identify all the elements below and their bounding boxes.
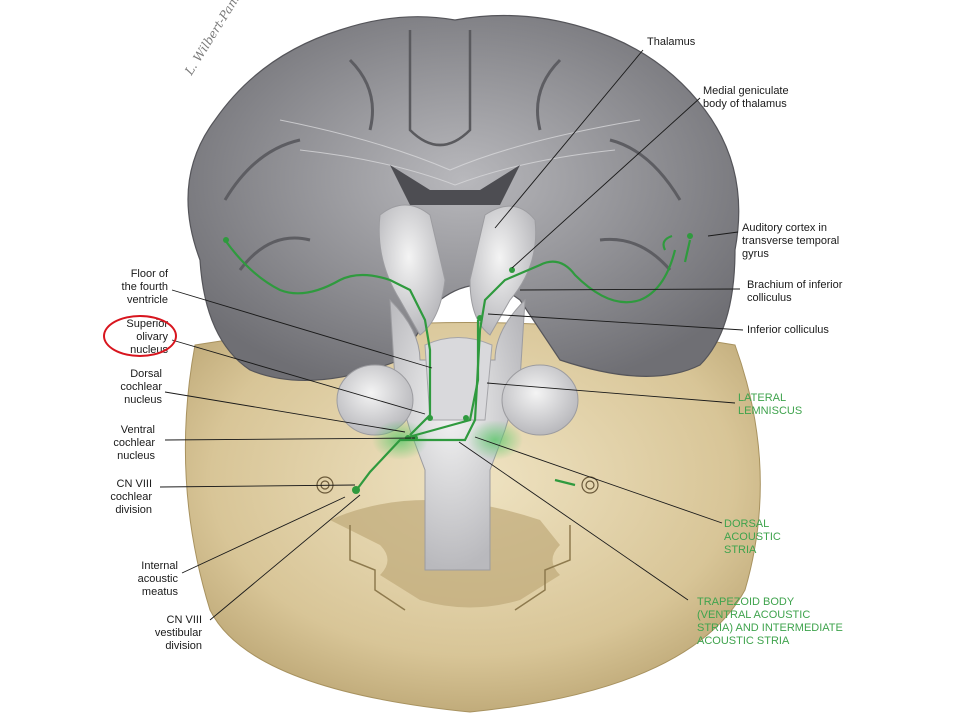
leader-lines (159, 49, 744, 621)
label-inferior-colliculus: Inferior colliculus (747, 324, 829, 336)
pathway-nuclei (223, 233, 693, 494)
label-cn-viii-vestibular: CN VIII vestibular division (154, 614, 202, 652)
label-lateral-lemniscus: LATERAL LEMNISCUS (738, 392, 803, 417)
label-internal-acoustic-meatus: Internal acoustic meatus (137, 560, 178, 598)
superior-olivary-highlight-circle (103, 315, 177, 357)
label-thalamus: Thalamus (647, 36, 696, 48)
label-ventral-cochlear-nucleus: Ventral cochlear nucleus (113, 424, 155, 462)
label-dorsal-acoustic-stria: DORSAL ACOUSTIC STRIA (724, 518, 781, 556)
brain-cortex (187, 14, 740, 381)
label-dorsal-cochlear-nucleus: Dorsal cochlear nucleus (120, 368, 162, 406)
label-auditory-cortex: Auditory cortex in transverse temporal g… (742, 222, 840, 260)
label-trapezoid-body: TRAPEZOID BODY (VENTRAL ACOUSTIC STRIA) … (697, 596, 843, 647)
brainstem (336, 204, 579, 571)
label-brachium-inferior-colliculus: Brachium of inferior colliculus (747, 279, 843, 304)
label-medial-geniculate: Medial geniculate body of thalamus (703, 85, 789, 110)
label-cn-viii-cochlear: CN VIII cochlear division (110, 478, 152, 516)
label-floor-fourth-ventricle: Floor of the fourth ventricle (121, 268, 168, 306)
auditory-pathway (224, 234, 692, 493)
